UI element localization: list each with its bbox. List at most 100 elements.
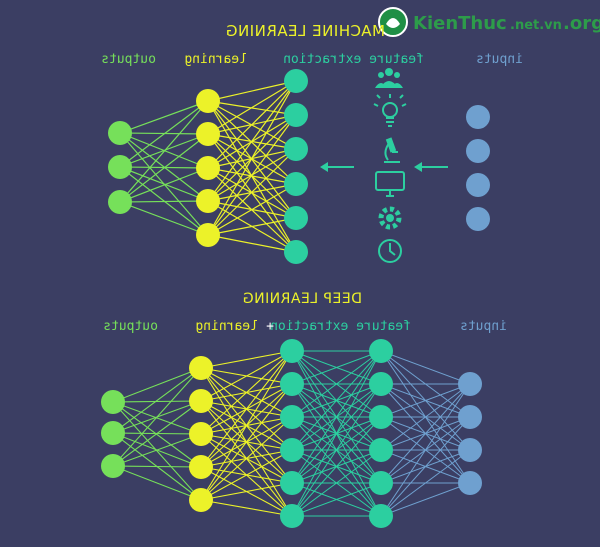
- feature-node: [284, 240, 308, 264]
- input-node: [466, 207, 490, 231]
- feature-node: [369, 438, 393, 462]
- feature-node: [280, 471, 304, 495]
- dl-title: DEEP LEARNING: [242, 291, 362, 307]
- ml-title: MACHINE LEARNING: [225, 22, 385, 40]
- connection-line: [200, 350, 293, 402]
- watermark-logo-icon: [378, 7, 408, 37]
- ml-feature-icons: [373, 68, 407, 263]
- connection-line: [200, 499, 293, 517]
- connection-line: [200, 383, 293, 501]
- feature-node: [369, 339, 393, 363]
- connection-line: [291, 449, 382, 517]
- connection-line: [200, 482, 293, 501]
- feature-node: [284, 137, 308, 161]
- watermark-brand: KienThuc: [413, 13, 507, 34]
- connection-line: [119, 100, 209, 168]
- feature-node: [284, 103, 308, 127]
- learning-node: [196, 156, 220, 180]
- input-node: [458, 372, 482, 396]
- watermark: KienThuc .net.vn .org: [378, 7, 600, 37]
- connection-line: [119, 166, 209, 202]
- connection-line: [207, 148, 297, 236]
- ml-nodes: [108, 69, 490, 264]
- output-node: [101, 421, 125, 445]
- connection-line: [119, 133, 209, 168]
- connection-line: [380, 383, 471, 517]
- dl-feature-extraction-label: feature extraction: [270, 319, 411, 334]
- connection-line: [207, 80, 297, 135]
- connection-line: [112, 465, 202, 501]
- ml-outputs-label: outputs: [101, 52, 156, 67]
- dl-nodes: [101, 339, 482, 528]
- connection-line: [291, 350, 382, 451]
- connection-line: [112, 401, 202, 435]
- arrow-left-icon: [320, 162, 354, 172]
- clock-icon: [378, 239, 402, 263]
- feature-node: [280, 405, 304, 429]
- learning-node: [196, 89, 220, 113]
- connection-line: [207, 217, 297, 236]
- connection-line: [207, 100, 297, 185]
- connection-line: [112, 367, 202, 467]
- people-icon: [375, 68, 403, 88]
- connection-line: [291, 350, 382, 418]
- connection-line: [207, 80, 297, 236]
- connection-line: [207, 183, 297, 236]
- connection-line: [207, 234, 297, 253]
- watermark-domain: .net.vn: [510, 18, 562, 33]
- ml-connections: [119, 80, 297, 253]
- input-node: [458, 405, 482, 429]
- connection-line: [200, 449, 293, 501]
- dl-outputs-label: outputs: [103, 319, 158, 334]
- connection-line: [119, 201, 209, 236]
- dl-plus-label: +: [266, 319, 274, 334]
- connection-line: [112, 433, 202, 467]
- connection-line: [119, 100, 209, 134]
- connection-line: [112, 465, 202, 468]
- connection-line: [291, 383, 382, 517]
- connection-line: [207, 114, 297, 236]
- connection-line: [380, 383, 471, 418]
- connection-line: [119, 167, 209, 203]
- feature-node: [369, 372, 393, 396]
- connection-line: [200, 350, 293, 501]
- feature-node: [369, 504, 393, 528]
- connection-line: [112, 400, 202, 403]
- connection-line: [291, 482, 382, 517]
- connection-line: [200, 350, 293, 435]
- connection-line: [200, 350, 293, 369]
- feature-node: [280, 339, 304, 363]
- arrow-left-icon: [414, 162, 448, 172]
- dl-learning-label: learning: [195, 319, 258, 334]
- feature-node: [369, 405, 393, 429]
- feature-node: [280, 504, 304, 528]
- feature-node: [284, 206, 308, 230]
- learning-node: [189, 356, 213, 380]
- input-node: [466, 139, 490, 163]
- learning-node: [189, 422, 213, 446]
- lightbulb-icon: [373, 94, 407, 127]
- watermark-suffix: .org: [563, 13, 600, 34]
- connection-line: [291, 350, 382, 385]
- output-node: [108, 155, 132, 179]
- learning-node: [189, 389, 213, 413]
- connection-line: [112, 401, 202, 501]
- connection-line: [207, 80, 297, 169]
- connection-line: [291, 350, 382, 517]
- connection-line: [380, 416, 471, 517]
- learning-node: [196, 223, 220, 247]
- connection-line: [380, 482, 471, 517]
- mirrored-labels: MACHINE LEARNING inputs feature extracti…: [101, 22, 523, 334]
- feature-node: [284, 69, 308, 93]
- ml-inputs-label: inputs: [476, 52, 523, 67]
- input-node: [458, 471, 482, 495]
- connection-line: [112, 367, 202, 434]
- output-node: [108, 190, 132, 214]
- ml-arrows: [320, 162, 448, 172]
- learning-node: [196, 122, 220, 146]
- connection-line: [112, 401, 202, 468]
- feature-node: [280, 438, 304, 462]
- connection-line: [119, 100, 209, 203]
- connection-line: [200, 350, 293, 468]
